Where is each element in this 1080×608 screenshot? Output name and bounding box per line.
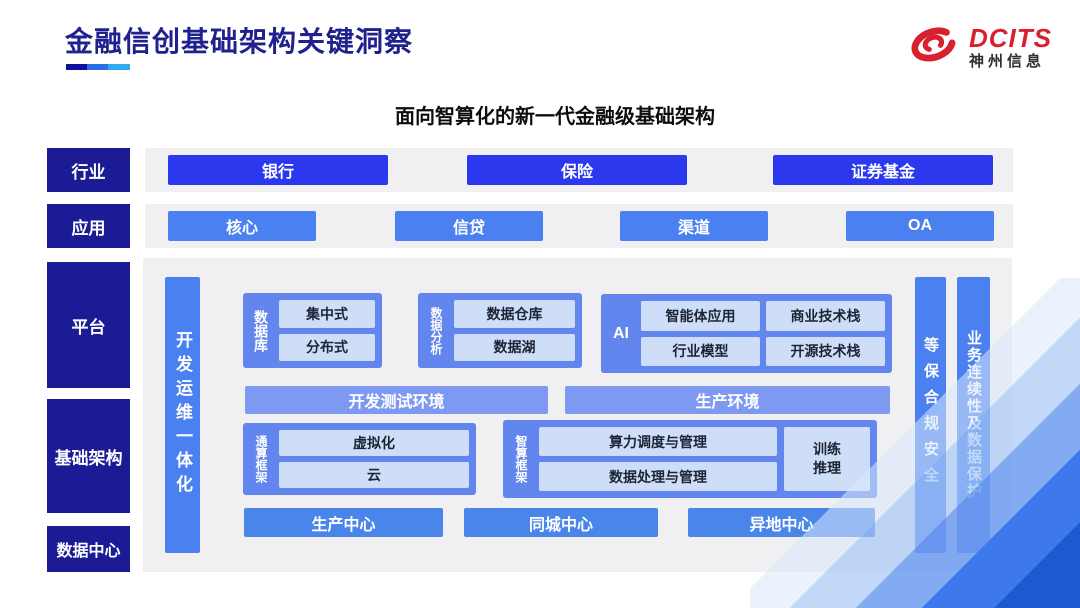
- center-item-production: 生产中心: [244, 508, 443, 537]
- continuity-vertical-bar: 业务连续性及数据保护: [957, 277, 990, 553]
- security-vertical-bar: 等保合规安全: [915, 277, 946, 553]
- dcits-swirl-icon: [907, 18, 961, 77]
- application-item-channel: 渠道: [620, 211, 768, 241]
- analytics-item-lake: 数据湖: [454, 333, 575, 361]
- row-label-platform: 平台: [47, 262, 130, 388]
- database-group-label: 数据库: [253, 309, 269, 352]
- production-environment-bar: 生产环境: [565, 386, 890, 414]
- database-item-distributed: 分布式: [279, 333, 375, 361]
- industry-item-insurance: 保险: [467, 155, 687, 185]
- database-group: 数据库 集中式 分布式: [243, 293, 382, 368]
- devops-vertical-bar: 开发运维一体化: [165, 277, 200, 553]
- center-item-samecity: 同城中心: [464, 508, 658, 537]
- analytics-item-warehouse: 数据仓库: [454, 300, 575, 328]
- industry-item-securities: 证券基金: [773, 155, 993, 185]
- page-title: 金融信创基础架构关键洞察: [65, 26, 414, 57]
- application-item-oa: OA: [846, 211, 994, 241]
- ai-item-opensource-stack: 开源技术栈: [766, 336, 885, 366]
- logo-brand-text: DCITS: [969, 22, 1052, 53]
- center-item-remote: 异地中心: [688, 508, 875, 537]
- general-compute-group-label: 通算框架: [254, 435, 268, 483]
- intelligent-compute-item-train-infer: 训练推理: [784, 427, 870, 491]
- row-label-datacenter: 数据中心: [47, 526, 130, 572]
- row-label-industry: 行业: [47, 148, 130, 192]
- general-compute-item-cloud: 云: [279, 462, 469, 488]
- general-compute-item-virtualization: 虚拟化: [279, 430, 469, 456]
- row-label-infrastructure: 基础架构: [47, 399, 130, 513]
- ai-item-commercial-stack: 商业技术栈: [766, 301, 885, 331]
- database-item-centralized: 集中式: [279, 300, 375, 328]
- ai-item-agent-app: 智能体应用: [641, 301, 760, 331]
- dev-test-environment-bar: 开发测试环境: [245, 386, 548, 414]
- row-label-application: 应用: [47, 204, 130, 248]
- intelligent-compute-item-data-mgmt: 数据处理与管理: [539, 462, 777, 491]
- intelligent-compute-group: 智算框架 算力调度与管理 数据处理与管理 训练推理: [503, 420, 877, 498]
- application-item-credit: 信贷: [395, 211, 543, 241]
- general-compute-group: 通算框架 虚拟化 云: [243, 423, 476, 495]
- intelligent-compute-group-label: 智算框架: [514, 435, 528, 483]
- analytics-group: 数据分析 数据仓库 数据湖: [418, 293, 582, 368]
- diagram-subtitle: 面向智算化的新一代金融级基础架构: [395, 106, 715, 128]
- ai-item-industry-model: 行业模型: [641, 336, 760, 366]
- company-logo: DCITS 神州信息: [907, 18, 1052, 77]
- ai-group-label: AI: [613, 324, 629, 342]
- industry-item-bank: 银行: [168, 155, 388, 185]
- intelligent-compute-item-scheduling: 算力调度与管理: [539, 427, 777, 456]
- analytics-group-label: 数据分析: [429, 306, 443, 355]
- title-underline-bar: [66, 64, 130, 70]
- logo-company-text: 神州信息: [969, 53, 1046, 71]
- ai-group: AI 智能体应用 商业技术栈 行业模型 开源技术栈: [601, 294, 892, 373]
- application-item-core: 核心: [168, 211, 316, 241]
